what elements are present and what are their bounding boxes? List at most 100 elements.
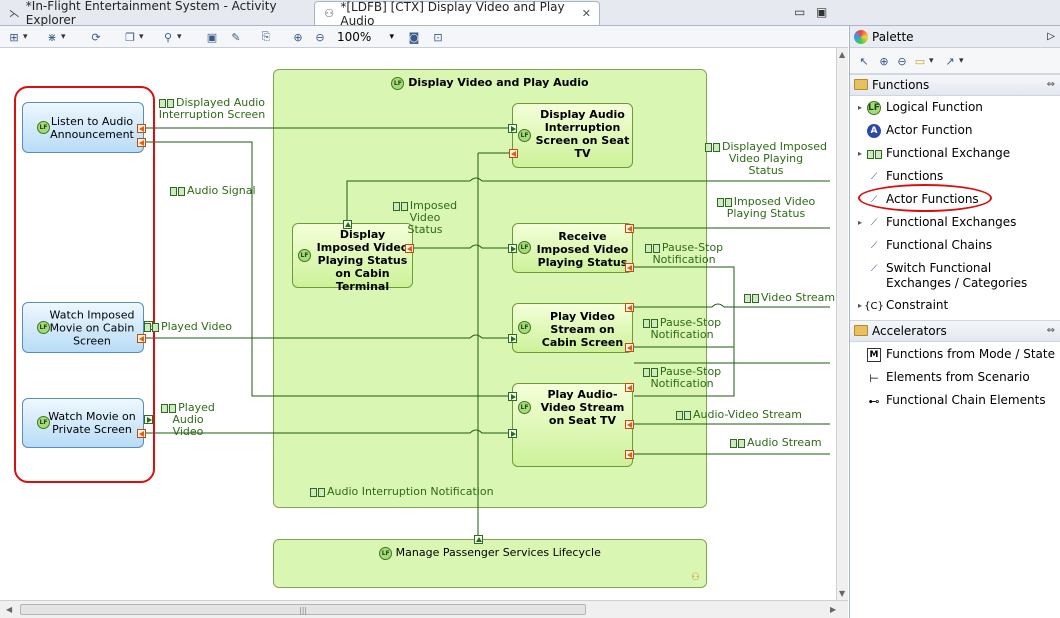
output-port[interactable]: [509, 149, 518, 158]
exchange-icon: [310, 487, 325, 497]
minimize-icon[interactable]: ▭: [794, 5, 806, 19]
scroll-thumb[interactable]: |||: [20, 604, 586, 615]
constraint-icon: {C}: [864, 300, 884, 312]
collapse-icon[interactable]: ⇔: [1046, 325, 1055, 336]
output-port[interactable]: [137, 429, 146, 438]
container-function[interactable]: LF Display Video and Play Audio Audio In…: [273, 69, 707, 508]
editor-tab-bar: ⋋ *In-Flight Entertainment System - Acti…: [0, 0, 1060, 28]
exchange-icon: [705, 142, 721, 152]
note-icon[interactable]: ▭: [912, 53, 934, 69]
export-icon[interactable]: ▣: [206, 30, 218, 44]
exchange-label: Played Video: [144, 321, 232, 333]
exchange-label: Imposed Video Playing Status: [712, 196, 820, 220]
logical-function-icon: LF: [518, 321, 531, 334]
function-display-audio-interruption[interactable]: LF Display Audio Interruption Screen on …: [512, 103, 633, 168]
zoom-combo[interactable]: 100% ▾: [334, 28, 396, 46]
exchange-icon: [170, 186, 185, 196]
palette-icon: [854, 30, 868, 44]
output-port[interactable]: [137, 124, 146, 133]
output-port[interactable]: [474, 535, 483, 544]
scroll-left-icon[interactable]: ◀: [6, 605, 13, 614]
output-port[interactable]: [625, 450, 634, 459]
expand-icon: ▸: [858, 301, 863, 310]
chain-icon: ⊷: [868, 394, 880, 408]
output-port[interactable]: [625, 263, 634, 272]
output-port[interactable]: [137, 334, 146, 343]
scroll-right-icon[interactable]: ▶: [830, 605, 837, 614]
actor-function-watch-imposed[interactable]: LF Watch Imposed Movie on Cabin Screen: [22, 302, 144, 353]
drawer-accelerators[interactable]: Accelerators ⇔: [850, 320, 1060, 342]
logical-function-icon: LF: [379, 546, 393, 560]
container-manage-services[interactable]: LF Manage Passenger Services Lifecycle ⚇: [273, 539, 707, 588]
exchange-label: Audio Signal: [170, 185, 256, 197]
input-port[interactable]: [508, 124, 517, 133]
collapse-palette-icon[interactable]: ▷: [1047, 31, 1055, 42]
tab-label: *In-Flight Entertainment System - Activi…: [25, 0, 277, 27]
logical-function-icon: LF: [298, 248, 311, 262]
input-port[interactable]: [508, 334, 517, 343]
input-port[interactable]: [508, 392, 517, 401]
output-port[interactable]: [625, 224, 634, 233]
exchange-label: Video Stream: [744, 292, 835, 304]
zoom-in-icon[interactable]: ⊕: [879, 54, 889, 68]
function-display-imposed-status[interactable]: LF Display Imposed Video Playing Status …: [292, 223, 413, 293]
paste-icon[interactable]: ⎘: [261, 30, 271, 43]
camera-icon[interactable]: ◙: [408, 30, 420, 44]
zoom-out-icon[interactable]: ⊖: [897, 54, 907, 68]
tab-activity-explorer[interactable]: ⋋ *In-Flight Entertainment System - Acti…: [0, 0, 312, 27]
exchange-icon: [161, 403, 177, 413]
horizontal-scrollbar[interactable]: ◀ ||| ▶: [0, 600, 848, 618]
input-port[interactable]: [343, 220, 352, 229]
mode-icon: M: [867, 348, 881, 362]
input-port[interactable]: [144, 415, 153, 424]
select-icon[interactable]: ⋇: [44, 29, 65, 45]
zoom-in-icon[interactable]: ⊕: [293, 30, 303, 44]
zoom-out-icon[interactable]: ⊖: [315, 30, 325, 44]
tab-diagram[interactable]: ⚇ *[LDFB] [CTX] Display Video and Play A…: [314, 0, 600, 28]
activity-explorer-icon: ⋋: [8, 6, 20, 20]
vertical-scrollbar[interactable]: ▲ ▼: [836, 48, 848, 600]
maximize-icon[interactable]: ▣: [816, 5, 828, 19]
scroll-down-icon[interactable]: ▼: [839, 589, 846, 598]
function-play-video-cabin[interactable]: LF Play Video Stream on Cabin Screen: [512, 303, 633, 353]
palette-header: Palette ▷: [850, 26, 1060, 48]
filter-icon[interactable]: ⚲: [160, 29, 182, 45]
output-port[interactable]: [137, 138, 146, 147]
layer-icon[interactable]: ❐: [122, 29, 143, 45]
diagram-canvas[interactable]: LF Display Video and Play Audio Audio In…: [0, 48, 836, 600]
actor-function-icon: LF: [37, 416, 50, 429]
palette-panel: Palette ▷ ↖ ⊕ ⊖ ▭ ↗ Functions ⇔ ▸ LF Log…: [849, 26, 1060, 618]
hierarchy-icon: ⚇: [691, 572, 700, 583]
function-play-audio-video-seat[interactable]: LF Play Audio-Video Stream on Seat TV: [512, 383, 633, 467]
function-receive-imposed-status[interactable]: LF Receive Imposed Video Playing Status: [512, 223, 633, 273]
actor-function-listen-audio[interactable]: LF Listen to Audio Announcement: [22, 102, 144, 153]
input-port[interactable]: [508, 429, 517, 438]
output-port[interactable]: [625, 303, 634, 312]
output-port[interactable]: [625, 343, 634, 352]
drawer-functions[interactable]: Functions ⇔: [850, 74, 1060, 96]
expand-icon: ▸: [858, 218, 863, 227]
collapse-icon[interactable]: ⇔: [1046, 79, 1055, 90]
output-port[interactable]: [405, 244, 414, 253]
container-title: LF Manage Passenger Services Lifecycle: [274, 546, 706, 560]
scenario-icon: ⊢: [869, 371, 879, 385]
input-port[interactable]: [508, 244, 517, 253]
exchange-icon: [676, 410, 691, 420]
arrange-icon[interactable]: ⊞: [6, 29, 27, 45]
edit-icon[interactable]: ✎: [231, 30, 241, 44]
output-port[interactable]: [625, 383, 634, 392]
exchange-label: Displayed Imposed Video Playing Status: [703, 141, 829, 177]
link-icon: ⟋: [870, 240, 878, 251]
layout-icon[interactable]: ⊡: [433, 30, 443, 44]
output-port[interactable]: [625, 420, 634, 429]
refresh-icon[interactable]: ⟳: [91, 30, 101, 44]
logical-function-icon: LF: [518, 128, 531, 142]
exchange-icon: [730, 438, 745, 448]
close-icon[interactable]: ✕: [581, 7, 591, 20]
connector-icon[interactable]: ↗: [942, 53, 963, 69]
exchange-label: Pause-Stop Notification: [642, 317, 722, 341]
zoom-value: 100%: [337, 30, 372, 44]
actor-function-watch-movie[interactable]: LF Watch Movie on Private Screen: [22, 398, 144, 448]
scroll-up-icon[interactable]: ▲: [839, 50, 846, 59]
pointer-icon[interactable]: ↖: [859, 54, 869, 68]
